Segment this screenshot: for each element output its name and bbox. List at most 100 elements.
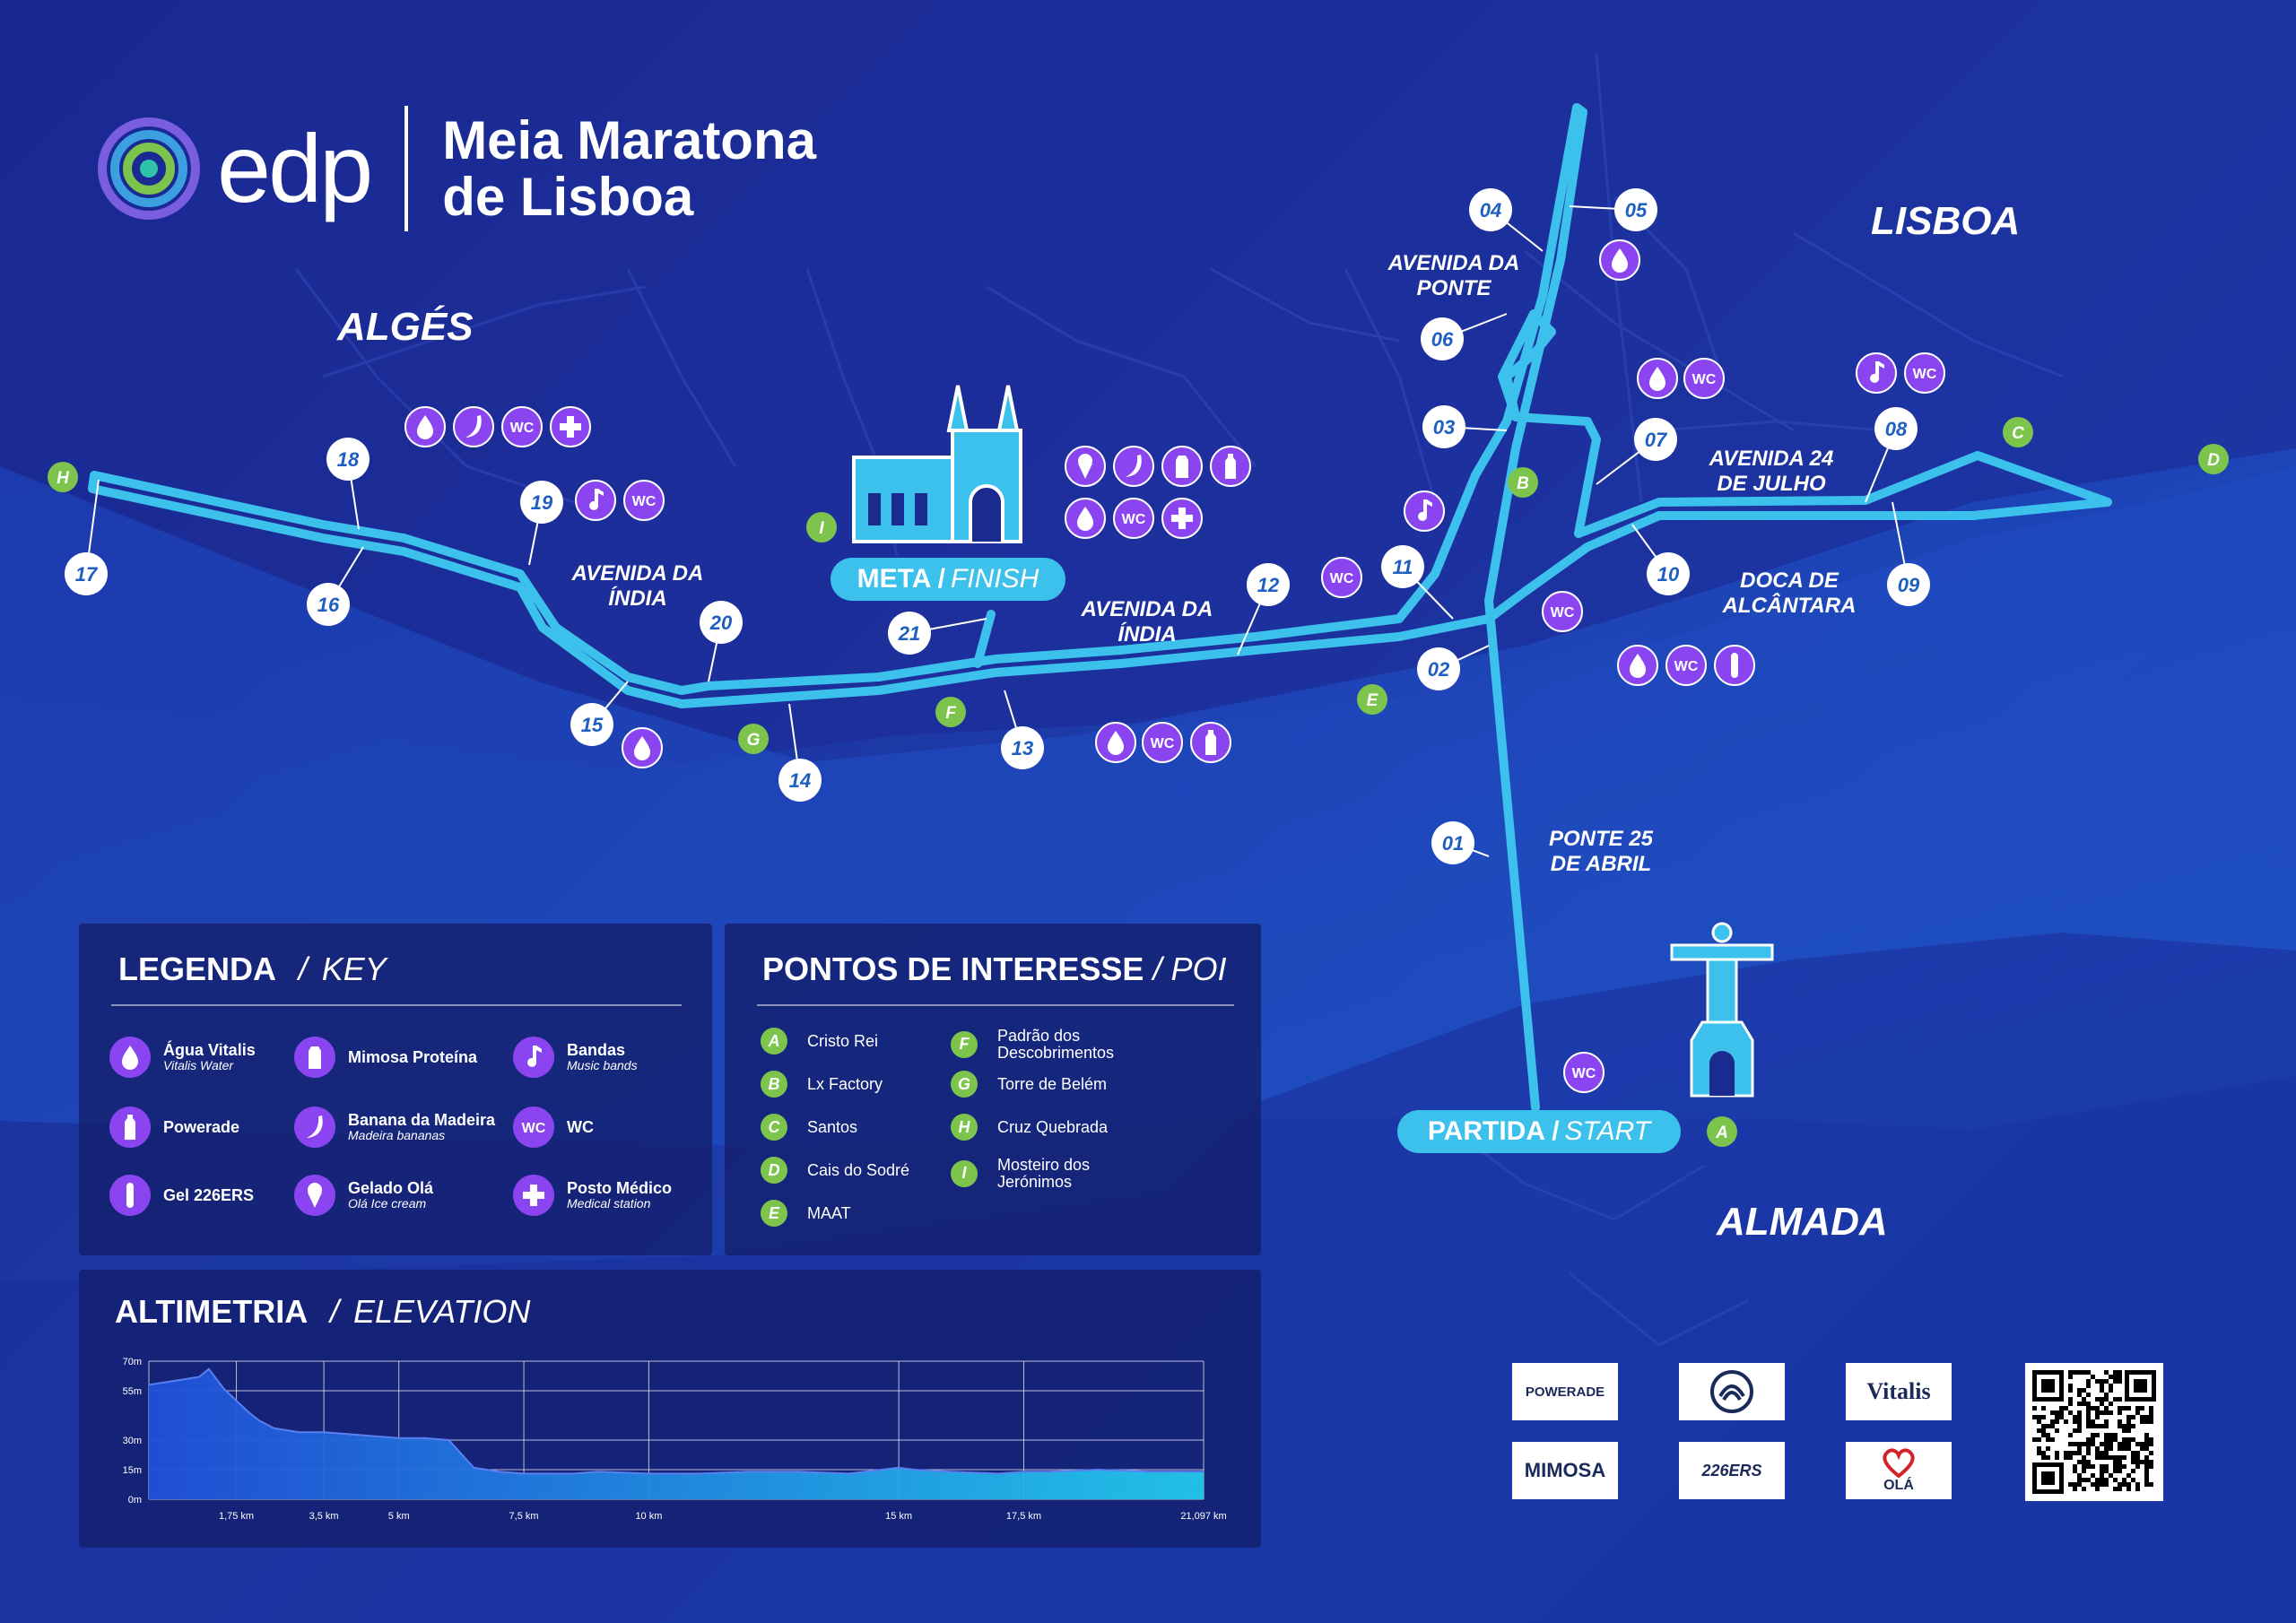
- km-marker: 10: [1647, 552, 1690, 595]
- water-drop-service-icon: [1617, 645, 1658, 686]
- km-marker-circle: [326, 438, 370, 481]
- elevation-title-main: ALTIMETRIA: [115, 1293, 307, 1330]
- km-marker-label: 21: [898, 622, 920, 645]
- km-marker: 09: [1887, 563, 1930, 606]
- elevation-y-tick: 55m: [123, 1386, 142, 1397]
- svg-text:WC: WC: [522, 1121, 546, 1136]
- poi-marker-circle: [738, 724, 769, 754]
- legend-item-name: Posto Médico: [567, 1179, 673, 1198]
- km-marker-circle: [1647, 552, 1690, 595]
- legend-item-label: Powerade: [163, 1118, 239, 1136]
- poi-list-letter: B: [761, 1071, 787, 1098]
- km-marker: 02: [1417, 647, 1460, 690]
- poi-list-letter: I: [951, 1159, 978, 1187]
- wc-service-icon: WC: [1665, 645, 1707, 686]
- legend-item: Mimosa Proteína: [294, 1037, 477, 1078]
- milk-carton-service-icon: [1161, 446, 1203, 487]
- legend-subtitle: KEY: [321, 950, 387, 987]
- water-drop-service-icon: [622, 727, 663, 768]
- wc-service-icon: WC: [1683, 358, 1725, 399]
- start-label-main: PARTIDA /: [1427, 1116, 1560, 1146]
- qr-code[interactable]: [2025, 1363, 2163, 1501]
- finish-label-sub: FINISH: [950, 564, 1039, 594]
- poi-subtitle: POI: [1170, 950, 1227, 987]
- km-marker-label: 11: [1393, 556, 1413, 578]
- gel-service-icon: [1714, 645, 1755, 686]
- legend-item-sub: Olá Ice cream: [348, 1196, 427, 1211]
- poi-marker: F: [935, 697, 966, 727]
- legend-item: Gel 226ERS: [109, 1175, 254, 1216]
- km-marker-circle: [1874, 407, 1918, 450]
- km-marker-label: 10: [1657, 563, 1680, 586]
- bottle-service-icon: [1210, 446, 1251, 487]
- km-marker: 17: [65, 552, 108, 595]
- poi-marker-label: C: [2012, 424, 2024, 443]
- street-line: PONTE 25: [1548, 827, 1654, 851]
- wc-service-icon: WC: [501, 406, 543, 447]
- sponsor-banana-logo: [1679, 1363, 1785, 1420]
- elevation-line: [148, 1367, 1204, 1475]
- svg-text:WC: WC: [1551, 605, 1575, 621]
- music-note-service-icon: [575, 480, 616, 521]
- street-line: DE JULHO: [1717, 471, 1826, 496]
- event-title: Meia Maratona de Lisboa: [442, 112, 816, 225]
- poi-marker: H: [48, 462, 78, 492]
- medical-cross-service-icon: [1161, 498, 1203, 539]
- legend-item-label: Mimosa Proteína: [348, 1047, 478, 1066]
- km-marker-label: 14: [789, 769, 811, 792]
- poi-marker: A: [1707, 1116, 1737, 1147]
- poi-marker-label: F: [945, 704, 957, 723]
- wc-service-icon: WC: [1113, 498, 1154, 539]
- elevation-subtitle: ELEVATION: [353, 1293, 531, 1330]
- km-marker: 08: [1874, 407, 1918, 450]
- wc-service-icon: WC: [1142, 722, 1183, 763]
- legend-item-label: Gel 226ERS: [163, 1186, 254, 1204]
- wc-icon: WC: [513, 1107, 554, 1148]
- km-marker-circle: [1422, 405, 1465, 448]
- street-line: ÍNDIA: [608, 586, 667, 611]
- poi-marker: G: [738, 724, 769, 754]
- km-marker-circle: [888, 612, 931, 655]
- km-marker-circle: [1614, 188, 1657, 231]
- water-drop-service-icon: [404, 406, 446, 447]
- sponsor-ola: OLÁ: [1846, 1442, 1952, 1499]
- km-marker-circle: [778, 759, 822, 802]
- poi-marker-circle: [1357, 684, 1387, 715]
- banana-service-icon: [1113, 446, 1154, 487]
- poi-list-item: I Mosteiro dos Jerónimos: [951, 1157, 1150, 1191]
- wc-service-icon: WC: [1321, 557, 1362, 598]
- poi-marker: E: [1357, 684, 1387, 715]
- street-line: AVENIDA DA: [1387, 251, 1520, 275]
- water-drop-service-icon: [1065, 498, 1106, 539]
- poi-list-name: Lx Factory: [807, 1074, 883, 1093]
- elevation-x-tick: 10 km: [635, 1511, 662, 1522]
- svg-text:WC: WC: [632, 494, 657, 509]
- poi-marker-label: I: [819, 519, 824, 538]
- sponsor-mimosa: MIMOSA: [1512, 1442, 1618, 1499]
- legend-item-sub: Vitalis Water: [163, 1058, 234, 1073]
- km-marker-label: 06: [1431, 328, 1454, 351]
- event-title-line2: de Lisboa: [442, 167, 694, 227]
- svg-text:WC: WC: [1122, 512, 1146, 527]
- legend-item-label: WC: [567, 1118, 594, 1136]
- km-marker: 20: [700, 601, 743, 644]
- km-marker: 12: [1247, 563, 1290, 606]
- poi-list-letter: C: [761, 1114, 787, 1141]
- legend-item-name: Mimosa Proteína: [348, 1047, 478, 1066]
- km-marker-label: 03: [1433, 416, 1455, 438]
- elevation-title: ALTIMETRIA /ELEVATION: [115, 1293, 530, 1331]
- legend-title: LEGENDA /KEY: [118, 950, 387, 988]
- elevation-x-tick: 21,097 km: [1180, 1511, 1226, 1522]
- ice-cream-service-icon: [1065, 446, 1106, 487]
- poi-list-name: Mosteiro dos Jerónimos: [997, 1156, 1091, 1191]
